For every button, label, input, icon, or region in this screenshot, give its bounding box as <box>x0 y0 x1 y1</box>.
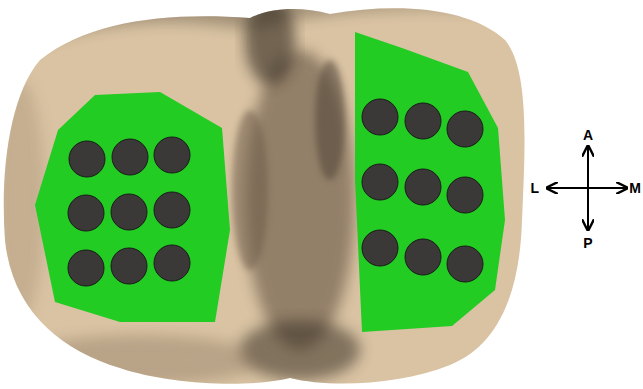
direction-label: A <box>583 127 593 143</box>
direction-label: L <box>530 180 539 196</box>
medial-contact-region <box>355 32 505 332</box>
direction-label: P <box>583 235 592 251</box>
direction-label: M <box>629 180 641 196</box>
orientation-compass <box>547 146 627 230</box>
sensor-dots <box>68 99 483 286</box>
lateral-contact-region <box>35 92 230 322</box>
